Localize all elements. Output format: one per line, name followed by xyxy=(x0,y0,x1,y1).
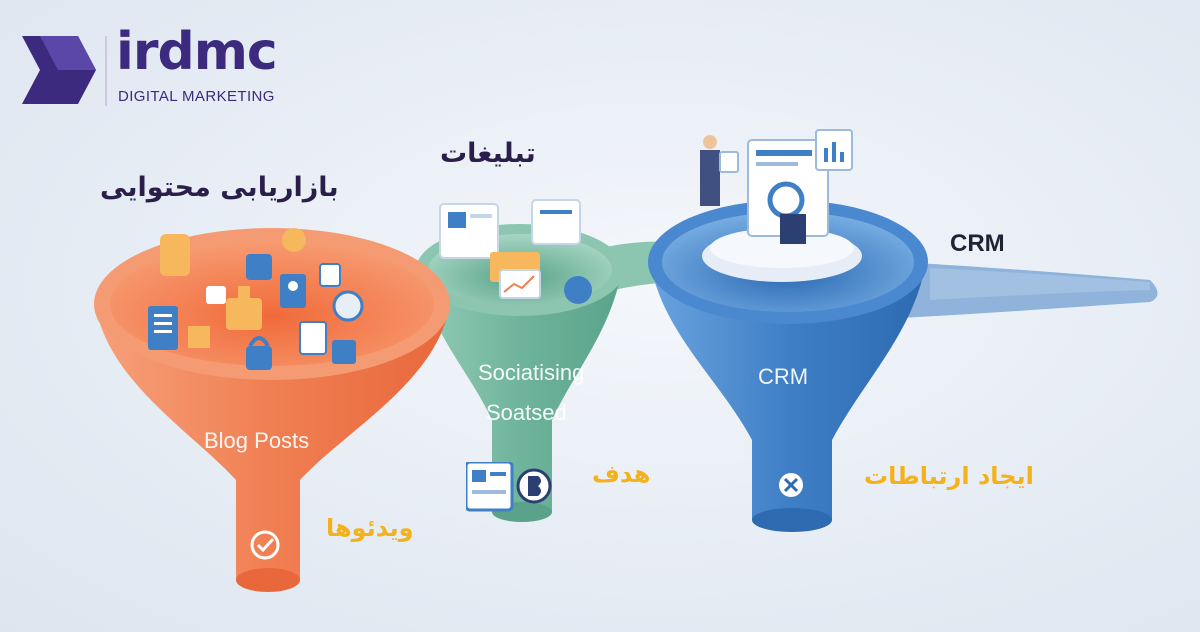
stage-title-ads: تبلیغات xyxy=(440,138,536,169)
funnel-content xyxy=(94,228,450,592)
logo-name: irdmc xyxy=(116,22,278,82)
funnel-label-soatsed: Soatsed xyxy=(486,400,567,425)
bottom-label-relationships: ایجاد ارتباطات xyxy=(864,462,1034,490)
logo-tagline: DIGITAL MARKETING xyxy=(118,88,275,105)
funnel-label-sociatising: Sociatising xyxy=(478,360,585,385)
logo-mark xyxy=(22,36,96,104)
logo-divider xyxy=(105,36,107,106)
funnel-crm xyxy=(648,129,928,532)
stage-title-content-marketing: بازاریابی محتوایی xyxy=(100,172,339,203)
check-badge-icon xyxy=(250,530,280,560)
b-logo-icon xyxy=(466,462,552,512)
funnel-ads xyxy=(416,199,624,522)
funnel-label-blog-posts: Blog Posts xyxy=(204,428,310,453)
bottom-label-goal: هدف xyxy=(592,460,651,488)
x-logo-icon xyxy=(779,473,803,497)
funnel-label-crm: CRM xyxy=(758,364,809,389)
bottom-label-videos: ویدئوها xyxy=(326,514,414,542)
stage-title-crm: CRM xyxy=(950,230,1005,257)
